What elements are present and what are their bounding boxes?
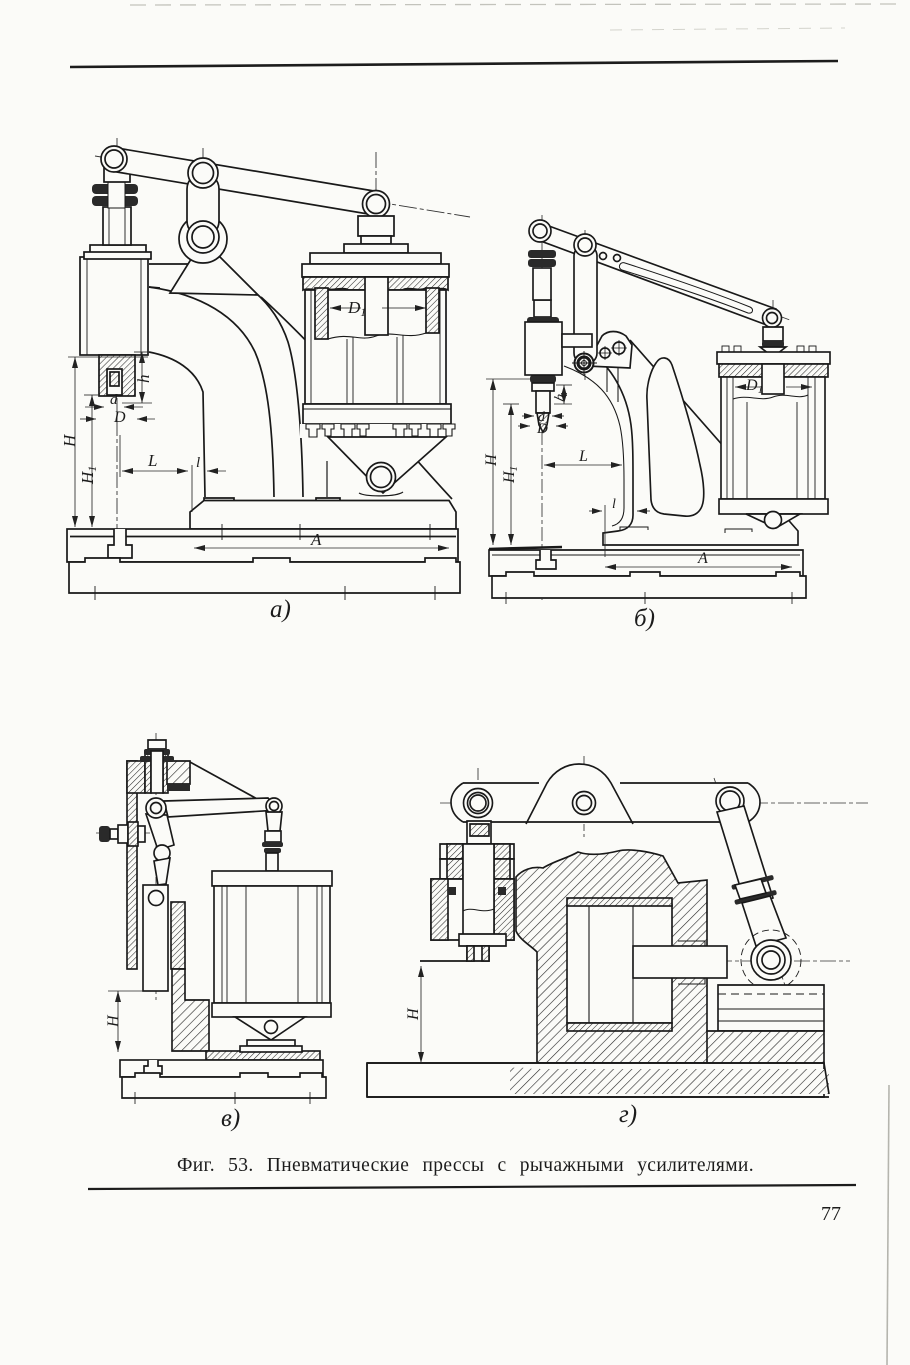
svg-text:H: H bbox=[60, 433, 79, 448]
svg-text:A: A bbox=[310, 530, 322, 549]
svg-text:D: D bbox=[536, 421, 548, 437]
svg-text:H: H bbox=[105, 1014, 122, 1028]
svg-text:h: h bbox=[134, 375, 153, 384]
svg-text:L: L bbox=[147, 451, 157, 470]
svg-text:d: d bbox=[110, 392, 118, 408]
svg-text:d: d bbox=[538, 410, 546, 425]
svg-text:H: H bbox=[405, 1007, 422, 1021]
svg-text:l: l bbox=[196, 455, 200, 471]
svg-text:H1: H1 bbox=[501, 466, 520, 484]
svg-text:Фиг. 53. Пневматические прессы: Фиг. 53. Пневматические прессы с рычажны… bbox=[177, 1155, 754, 1176]
svg-text:а): а) bbox=[270, 596, 291, 623]
svg-text:H1: H1 bbox=[78, 466, 99, 485]
svg-text:D: D bbox=[113, 409, 126, 426]
svg-text:A: A bbox=[697, 550, 708, 567]
svg-text:L: L bbox=[578, 448, 588, 465]
svg-text:в): в) bbox=[221, 1105, 240, 1132]
svg-text:б): б) bbox=[634, 605, 655, 632]
svg-text:г): г) bbox=[619, 1101, 637, 1128]
svg-text:h: h bbox=[552, 392, 568, 403]
svg-text:l: l bbox=[612, 497, 616, 512]
svg-text:77: 77 bbox=[821, 1203, 841, 1225]
svg-text:H: H bbox=[483, 453, 500, 467]
